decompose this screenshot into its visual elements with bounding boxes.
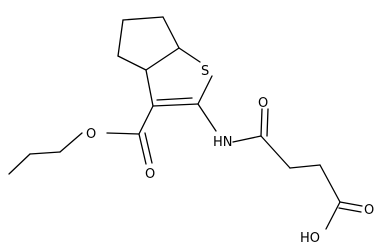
sulfur-label: S [201, 64, 209, 79]
bond-chain-2 [289, 164, 321, 169]
bond-propyl-1 [59, 132, 83, 153]
bond-amide-co-a [260, 108, 263, 137]
bond-th-c3-c3b [145, 69, 154, 107]
bond-th-c3a-s [178, 47, 201, 63]
bond-chain-1 [260, 135, 291, 169]
ester-alkoxy-oxygen-label: O [86, 127, 96, 142]
bond-ester-co-a [138, 133, 147, 165]
bond-propyl-2 [29, 151, 61, 155]
ester-carbonyl-oxygen-label: O [145, 167, 155, 182]
bond-ester-co-b [144, 132, 153, 164]
amide-nitrogen-label: HN [213, 135, 233, 150]
bond-acid-co-b [338, 207, 362, 213]
bond-th-s-c2 [197, 75, 213, 105]
bond-acid-c-oh [325, 201, 341, 230]
bond-c2-nh [197, 103, 217, 132]
bond-cp-4 [117, 55, 147, 71]
bond-th-c2-c3 [152, 103, 199, 107]
acid-carbonyl-oxygen-label: O [364, 203, 374, 218]
bond-acid-co-a [339, 201, 363, 207]
bond-nh-c [232, 135, 262, 143]
bond-cp-3 [117, 19, 124, 57]
bond-amide-co-b [266, 108, 269, 137]
bond-cp-2 [162, 16, 180, 49]
bond-c3-ester-c [138, 105, 154, 135]
bond-cp-1 [122, 16, 164, 21]
amide-oxygen-label: O [258, 96, 268, 111]
bond-th-c2-c3-inner [156, 97, 193, 101]
bond-ester-c-o [106, 132, 140, 135]
bond-th-fusion [145, 47, 180, 71]
bond-propyl-3 [8, 153, 31, 175]
bond-chain-3 [319, 164, 341, 203]
acid-hydroxyl-label: HO [300, 231, 320, 246]
